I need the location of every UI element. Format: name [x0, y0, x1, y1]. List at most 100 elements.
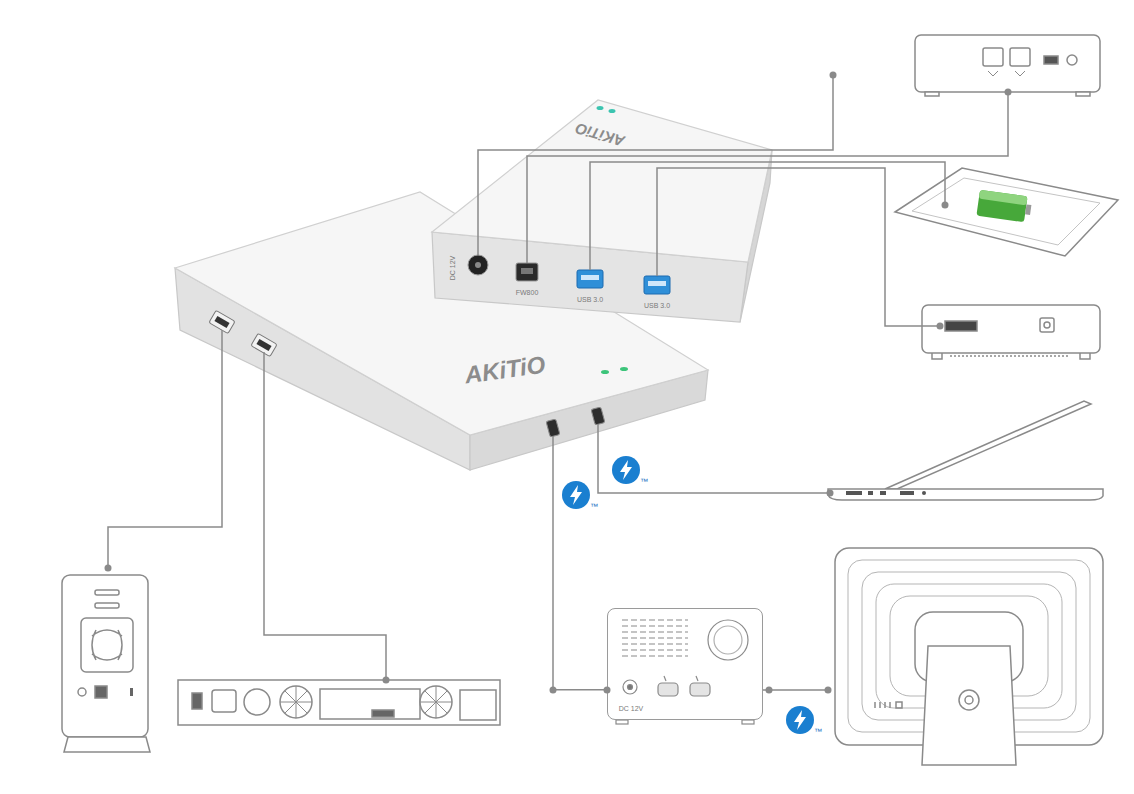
laptop: [828, 489, 1103, 500]
leader-dot: [604, 687, 611, 694]
laptop: [900, 491, 914, 495]
thunderbolt-logo: [562, 481, 590, 509]
leader-dot: [105, 565, 112, 572]
drive-enclosure: DC 12V: [607, 608, 763, 720]
leader-dot: [827, 490, 834, 497]
port-detail: [256, 339, 271, 351]
battery-icon: [976, 190, 1027, 222]
port-detail: [577, 270, 603, 288]
trademark-mark: ™: [590, 503, 598, 511]
rack-drive: [280, 686, 312, 718]
leader-line: [657, 168, 940, 326]
rack-drive: [280, 686, 312, 718]
enclosure-details: [714, 626, 742, 654]
port-detail: [620, 367, 628, 371]
tower-drive: [95, 603, 119, 608]
leader-dot: [942, 202, 949, 209]
leader-line: [108, 78, 1008, 690]
rack-drive: [178, 680, 500, 725]
leader-line: [108, 330, 222, 568]
firewire-drive: [1067, 55, 1077, 65]
port-detail: [597, 106, 604, 110]
enclosure-details: [742, 720, 754, 724]
tablet: [895, 168, 1118, 256]
port-detail: [468, 255, 488, 275]
tower-drive: [62, 575, 148, 737]
rack-drive: [320, 689, 420, 719]
desktop-drive: [945, 321, 977, 331]
laptop: [880, 491, 886, 495]
port-label: FW800: [516, 289, 539, 296]
port-detail: [648, 281, 666, 286]
port-detail: [214, 316, 229, 328]
desktop-drive: [922, 305, 1100, 353]
leader-line: [590, 162, 945, 270]
rack-drive: [420, 686, 452, 718]
leader-dot: [825, 687, 832, 694]
laptop: [885, 401, 1091, 489]
firewire-drive: [1044, 56, 1058, 64]
firewire-drive: [915, 35, 1100, 92]
port-detail: [644, 276, 670, 294]
leader-line: [527, 95, 1008, 263]
firewire-drive: [983, 48, 1003, 66]
port-detail: [609, 109, 616, 113]
port-detail: [601, 370, 609, 374]
monitor: [959, 690, 979, 710]
enclosure-details: [708, 620, 748, 660]
enclosure-details: [658, 683, 678, 696]
leader-line: [264, 352, 386, 678]
rack-drive: [460, 690, 496, 720]
thunderbolt-logo: [612, 456, 640, 484]
thunderbolt-logo: [794, 710, 806, 730]
battery-icon: [979, 190, 1028, 206]
laptop: [828, 401, 1103, 500]
enclosure-details: [623, 680, 637, 694]
leader-line: [598, 424, 828, 493]
enclosure-details: [664, 676, 698, 681]
leader-dot: [766, 687, 773, 694]
leader-dot: [1005, 89, 1012, 96]
enclosure-details: [690, 683, 710, 696]
tower-drive: [78, 688, 86, 696]
rack-drive: [192, 693, 202, 709]
thunderbolt-logo: [620, 460, 632, 480]
thunderbolt-logo: [570, 485, 582, 505]
firewire-drive: [915, 35, 1100, 96]
thunderbolt-cable: [553, 475, 607, 690]
desktop-drive: [1044, 322, 1050, 328]
port-detail: [591, 407, 605, 425]
thunderbolt-logo: [562, 481, 590, 509]
enclosure-details: [616, 620, 754, 724]
leader-line: [478, 78, 833, 255]
tower-drive: [95, 590, 119, 595]
port-label: DC 12V: [619, 705, 644, 712]
desktop-drive: [950, 355, 1070, 357]
port-label: USB 3.0: [644, 302, 670, 309]
device-face: [432, 100, 772, 262]
port-label: USB 3.0: [577, 296, 603, 303]
trademark-mark: ™: [814, 728, 822, 736]
laptop: [868, 491, 873, 495]
rack-drive: [178, 680, 500, 725]
leader-dot: [550, 687, 557, 694]
port-detail: [516, 263, 538, 281]
rack-drive: [420, 686, 452, 718]
battery-icon: [1025, 204, 1031, 215]
thunderbolt-logo: [612, 456, 640, 484]
leader-dot: [830, 72, 837, 79]
tower-drive: [81, 618, 133, 672]
thunderbolt-logo: [786, 706, 814, 734]
enclosure-details: [622, 620, 688, 656]
leader-dot: [105, 72, 1012, 694]
tower-drive: [130, 688, 133, 696]
enclosure-details: [616, 720, 628, 724]
leader-line: [763, 689, 828, 691]
leader-line: [552, 436, 554, 475]
port-detail: [546, 419, 560, 437]
port-detail: [581, 275, 599, 280]
leader-dot: [383, 677, 390, 684]
tower-drive: [92, 630, 122, 660]
